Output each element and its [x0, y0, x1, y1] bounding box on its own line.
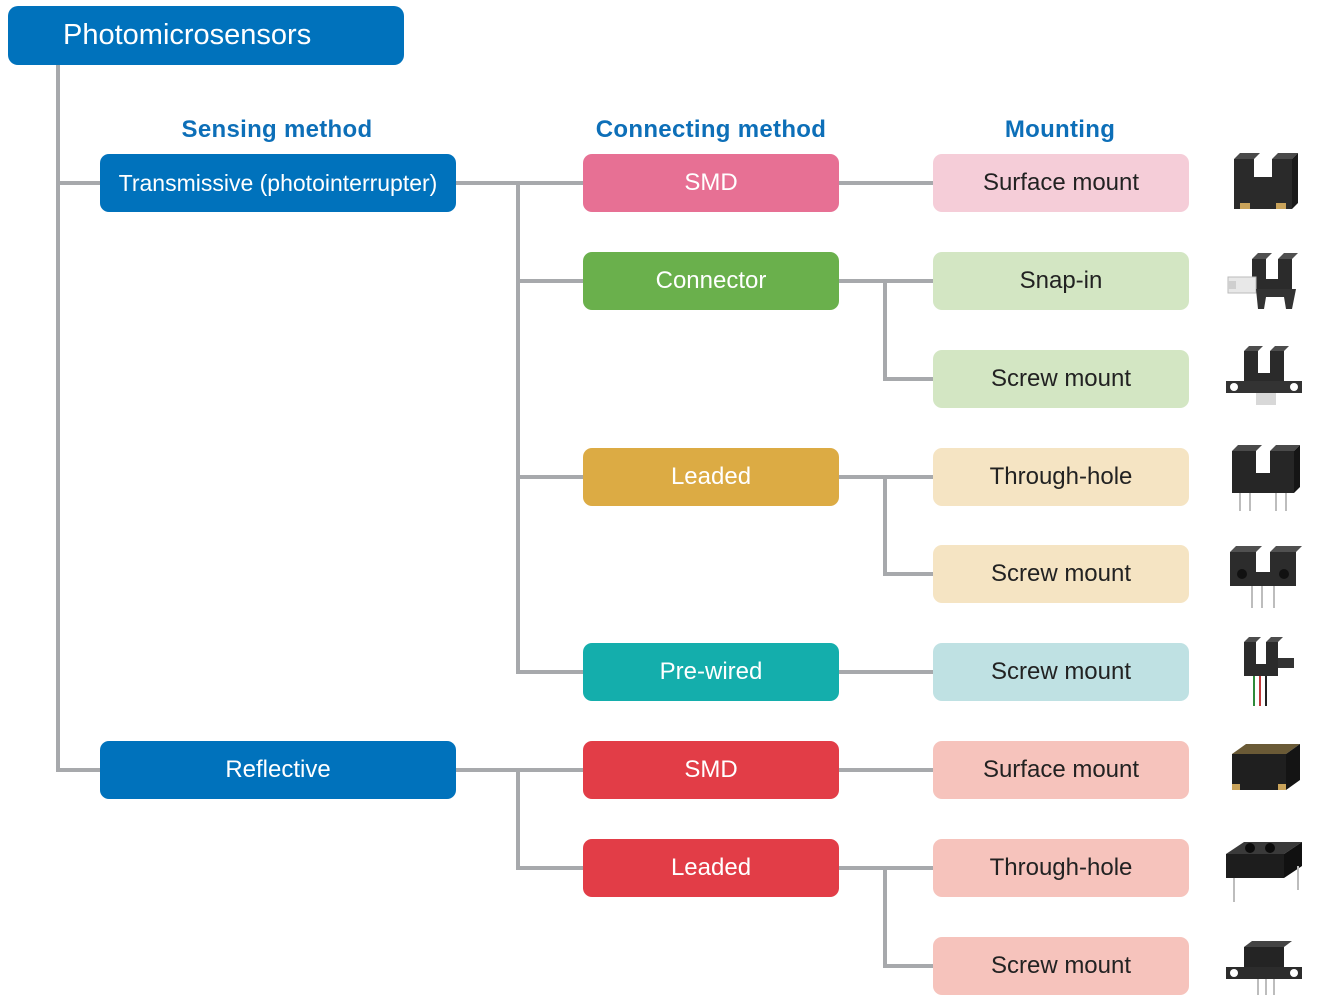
node-mounting-screw-mount: Screw mount	[933, 350, 1189, 408]
heading-sensing-method: Sensing method	[181, 116, 373, 143]
node-connecting-connector: Connector	[583, 252, 839, 310]
node-mounting-surface-mount: Surface mount	[933, 154, 1189, 212]
node-reflective: Reflective	[100, 741, 456, 799]
node-connecting-leaded-reflective: Leaded	[583, 839, 839, 897]
heading-mounting: Mounting	[1004, 116, 1116, 143]
node-connecting-pre-wired: Pre-wired	[583, 643, 839, 701]
node-connecting-smd: SMD	[583, 154, 839, 212]
node-connecting-leaded: Leaded	[583, 448, 839, 506]
node-mounting-screw-mount-reflective: Screw mount	[933, 937, 1189, 995]
root-title: Photomicrosensors	[8, 6, 404, 65]
node-mounting-through-hole-reflective: Through-hole	[933, 839, 1189, 897]
sensor-through-hole-image	[1232, 445, 1300, 511]
node-mounting-screw-mount-leaded: Screw mount	[933, 545, 1189, 603]
sensor-leaded-reflective-image	[1226, 842, 1302, 902]
node-mounting-snap-in: Snap-in	[933, 252, 1189, 310]
sensor-snap-in-image	[1227, 253, 1298, 309]
sensor-smd-reflective-image	[1232, 744, 1300, 790]
node-mounting-surface-mount-reflective: Surface mount	[933, 741, 1189, 799]
node-connecting-smd-reflective: SMD	[583, 741, 839, 799]
sensor-leaded-screw-mount-image	[1230, 546, 1302, 608]
node-mounting-through-hole: Through-hole	[933, 448, 1189, 506]
heading-connecting-method: Connecting method	[595, 116, 827, 143]
sensor-smd-transmissive-image	[1234, 153, 1298, 209]
sensor-reflective-screw-mount-image	[1226, 941, 1302, 995]
node-mounting-screw-mount-prewired: Screw mount	[933, 643, 1189, 701]
node-transmissive: Transmissive (photointerrupter)	[100, 154, 456, 212]
sensor-connector-screw-mount-image	[1226, 346, 1302, 405]
sensor-pre-wired-image	[1244, 637, 1294, 706]
